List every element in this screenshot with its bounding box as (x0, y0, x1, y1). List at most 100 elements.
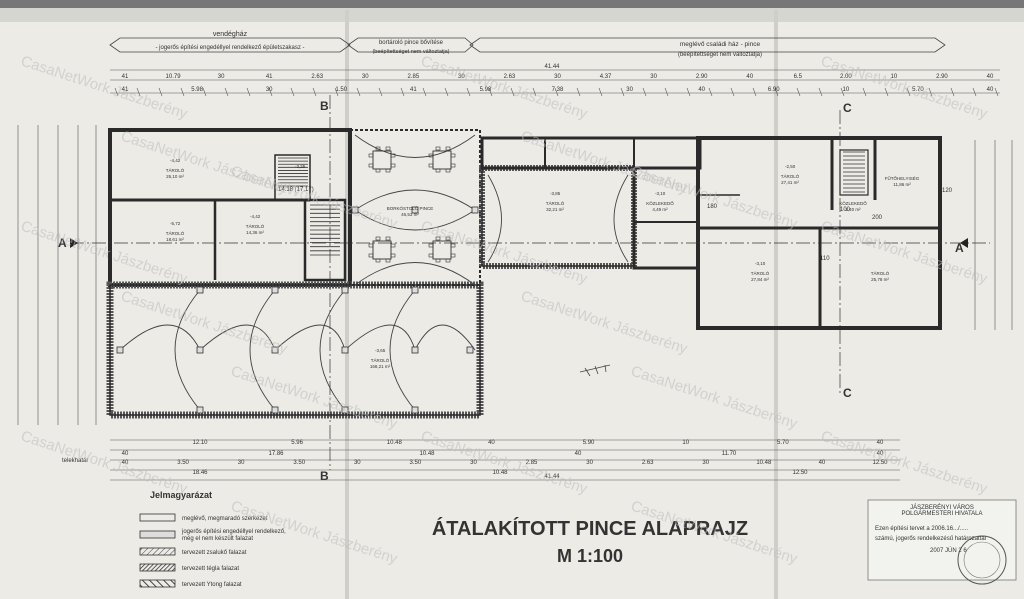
room-name: TÁROLÓ (166, 230, 185, 236)
bottom-dim-label: 11.70 (722, 451, 737, 457)
room-elevation: -3,25 (295, 164, 306, 169)
header-band: vendégház - jogerős építési engedéllyel … (109, 31, 946, 58)
dim-tick (906, 87, 911, 97)
torn-top-edge (0, 0, 1024, 8)
bottom-dim-label: 17.86 (268, 451, 284, 457)
ground-boundary-label: telekhatár (62, 458, 88, 464)
top-dim-label: 10 (891, 74, 898, 80)
table (432, 150, 452, 170)
room-elevation: -3,10 (755, 261, 766, 266)
top-dim-label: 10.79 (166, 74, 182, 80)
top-dim-label: 2.90 (936, 74, 948, 80)
chair (375, 168, 381, 173)
top-total-dim: 41.44 (544, 64, 560, 70)
dim-tick (180, 87, 185, 97)
room-name: TÁROLÓ (546, 200, 565, 206)
room-area: 46,53 m² (401, 212, 419, 217)
staircases (278, 151, 865, 256)
pillar (411, 286, 419, 294)
chair (368, 253, 374, 258)
room-name: TÁROLÓ (751, 270, 770, 276)
chair (385, 146, 391, 151)
dim-tick (642, 87, 647, 97)
vault-pillars (116, 206, 479, 414)
pillar (196, 286, 204, 294)
bottom-dim-label: 18.46 (192, 470, 208, 476)
dim-tick (840, 87, 845, 97)
scan-shadow (0, 8, 1024, 22)
legend-item-4: tervezett tégla falazat (182, 566, 239, 572)
chair (445, 168, 451, 173)
chair (390, 253, 396, 258)
bottom-dim-label: 40 (819, 460, 826, 466)
bottom-dim-label: 30 (354, 460, 361, 466)
dim-tick (576, 87, 581, 97)
chair (385, 236, 391, 241)
top-dim-label: 40 (987, 74, 994, 80)
top-dim-label: 2.00 (840, 74, 852, 80)
top-dim-label: 30 (266, 87, 273, 93)
pillar (271, 346, 279, 354)
dim-tick (466, 87, 471, 97)
dim-tick (488, 87, 493, 97)
table (432, 240, 452, 260)
room-area: 168,21 m² (370, 364, 391, 369)
dim-tick (928, 87, 933, 97)
bottom-dim-label: 12.50 (872, 460, 888, 466)
label-180: 180 (707, 204, 718, 210)
chair (368, 243, 374, 248)
dim-tick (202, 87, 207, 97)
room-elevation: -2,50 (785, 164, 796, 169)
top-dim-label: 2.90 (696, 74, 708, 80)
room-area: 32,21 m² (546, 207, 564, 212)
section-mark-a-left: A (58, 236, 67, 250)
section-mark-b-top: B (320, 99, 329, 113)
chair (385, 168, 391, 173)
room-name: KÖZLEKEDŐ (646, 200, 674, 206)
chair (445, 236, 451, 241)
bottom-dim-label: 5.96 (291, 440, 303, 446)
top-dim-label: 41 (266, 74, 273, 80)
top-dim-label: 40 (698, 87, 705, 93)
room-elevation: -3,10 (655, 191, 666, 196)
dim-tick (598, 87, 603, 97)
section-mark-c-top: C (843, 101, 852, 115)
pillar (341, 286, 349, 294)
room-area: 2,40 m² (845, 207, 861, 212)
dim-tick (422, 87, 427, 97)
chair (450, 243, 456, 248)
bottom-dim-label: 5.70 (777, 440, 789, 446)
stair-label: 14.18 (17.17) (278, 187, 314, 193)
chair (445, 258, 451, 263)
room-name: FŰTŐHELYISÉG (885, 175, 920, 181)
section-mark-c-bottom: C (843, 386, 852, 400)
pillar (341, 406, 349, 414)
chair (435, 146, 441, 151)
dim-tick (136, 87, 141, 97)
dim-tick (950, 87, 955, 97)
label-200: 200 (872, 215, 883, 221)
round-seal (957, 535, 1007, 585)
bottom-dim-label: 3.50 (177, 460, 189, 466)
dim-tick (554, 87, 559, 97)
pillar (411, 406, 419, 414)
legend: Jelmagyarázat meglévő, megmaradó szerkez… (139, 490, 286, 588)
room-elevation: -3,85 (550, 191, 561, 196)
room-area: 27,41 m² (781, 180, 799, 185)
pillar (411, 206, 419, 214)
chair (375, 236, 381, 241)
pillar (471, 206, 479, 214)
room-name: BORKÓSTOLÓ PINCE (387, 205, 433, 211)
top-dim-label: 41 (410, 87, 417, 93)
bottom-dim-label: 30 (470, 460, 477, 466)
top-dim-label: 40 (987, 87, 994, 93)
dim-tick (444, 87, 449, 97)
dim-tick (268, 87, 273, 97)
room-elevation: -4,42 (170, 158, 181, 163)
dim-tick (290, 87, 295, 97)
room-name: KÖZLEKEDŐ (839, 200, 867, 206)
bottom-dim-label: 3.50 (293, 460, 305, 466)
